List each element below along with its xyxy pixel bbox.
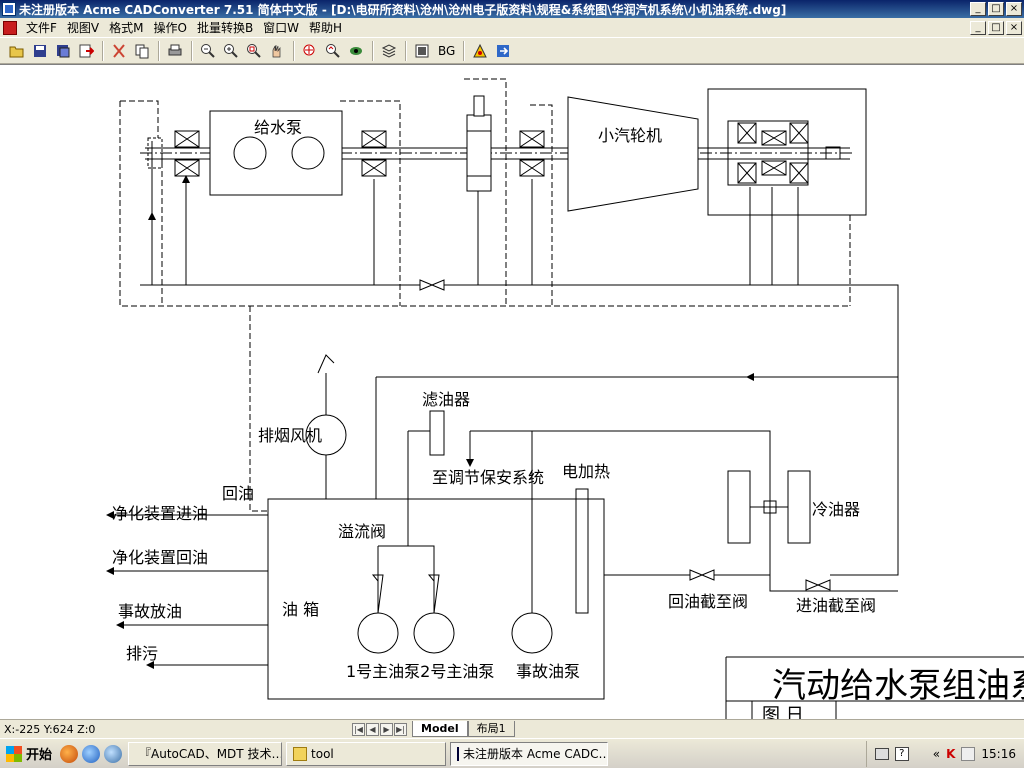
next-layout-button[interactable]: ▶ [380, 722, 393, 736]
open-icon[interactable] [6, 40, 28, 62]
first-layout-button[interactable]: |◀ [352, 722, 365, 736]
label-to-governing: 至调节保安系统 [432, 468, 544, 487]
zoom-window-icon[interactable] [243, 40, 265, 62]
toolbar: BG [0, 38, 1024, 64]
menu-bar: 文件F 视图V 格式M 操作O 批量转换B 窗口W 帮助H _ □ × [0, 18, 1024, 38]
acme-cad-icon [457, 746, 460, 761]
coordinates-readout: X:-225 Y:624 Z:0 [4, 722, 96, 736]
taskbar-tool-folder[interactable]: tool [286, 741, 447, 766]
taskbar-button-label: 『AutoCAD、MDT 技术… [139, 747, 283, 761]
label-purifier-inlet: 净化装置进油 [112, 504, 208, 523]
firefox-icon[interactable] [60, 744, 79, 763]
label-cooler: 冷油器 [812, 500, 860, 519]
menu-file[interactable]: 文件F [26, 21, 57, 35]
label-inlet-stop-valve: 进油截至阀 [796, 596, 876, 615]
status-bar: X:-225 Y:624 Z:0 |◀ ◀ ▶ ▶| Model 布局1 [0, 719, 1024, 738]
clock: 15:16 [981, 747, 1016, 761]
oil-tank-box [267, 498, 605, 700]
view-icon[interactable] [345, 40, 367, 62]
window-title: 未注册版本 Acme CADConverter 7.51 简体中文版 - [D:… [19, 2, 787, 17]
document-icon[interactable] [3, 20, 17, 35]
menu-batch[interactable]: 批量转换B [196, 21, 254, 35]
antivirus-icon[interactable]: K [946, 747, 956, 761]
save-icon[interactable] [29, 40, 51, 62]
exit-icon[interactable] [492, 40, 514, 62]
menu-window[interactable]: 窗口W [263, 21, 300, 35]
volume-icon[interactable] [961, 747, 976, 761]
label-oil-filter: 滤油器 [422, 390, 470, 409]
menu-operation[interactable]: 操作O [153, 21, 187, 35]
keyboard-icon[interactable] [874, 748, 889, 760]
ie-icon[interactable] [82, 744, 101, 763]
label-purifier-return: 净化装置回油 [112, 548, 208, 567]
label-small-turbine: 小汽轮机 [598, 126, 662, 145]
network-icon[interactable] [915, 747, 927, 761]
menu-view[interactable]: 视图V [66, 21, 100, 35]
doc-close-button[interactable]: × [1006, 20, 1022, 35]
export-icon[interactable] [75, 40, 97, 62]
taskbar-button-label: tool [311, 746, 334, 761]
show-desktop-icon[interactable] [104, 744, 123, 763]
background-toggle[interactable]: BG [438, 43, 456, 58]
doc-minimize-button[interactable]: _ [970, 20, 986, 35]
system-tray: ? « K 15:16 [865, 741, 1024, 767]
menu-help[interactable]: 帮助H [309, 21, 343, 35]
taskbar-autocad-forum[interactable]: 『AutoCAD、MDT 技术… [128, 741, 283, 766]
windows-logo-icon [6, 745, 22, 762]
zoom-realtime-icon[interactable] [322, 40, 344, 62]
maximize-button[interactable]: □ [988, 2, 1004, 16]
app-icon [2, 2, 16, 16]
save-as-icon[interactable] [52, 40, 74, 62]
help-icon[interactable]: ? [894, 747, 909, 761]
tab-model[interactable]: Model [412, 721, 468, 737]
start-label: 开始 [26, 748, 53, 763]
label-main-pumps: 1号主油泵2号主油泵 [346, 662, 494, 681]
window-titlebar: 未注册版本 Acme CADConverter 7.51 简体中文版 - [D:… [0, 0, 1024, 18]
taskbar-button-label: 未注册版本 Acme CADC… [463, 747, 609, 761]
doc-restore-button[interactable]: □ [988, 20, 1004, 35]
pan-icon[interactable] [266, 40, 288, 62]
label-return-stop-valve: 回油截至阀 [668, 592, 748, 611]
label-overflow-valve: 溢流阀 [338, 522, 386, 541]
zoom-in-icon[interactable] [220, 40, 242, 62]
properties-icon[interactable] [411, 40, 433, 62]
zoom-extents-icon[interactable] [299, 40, 321, 62]
close-button[interactable]: × [1006, 2, 1022, 16]
label-title-block-sub: 图 日 [762, 705, 804, 719]
label-exhaust-fan: 排烟风机 [258, 426, 322, 445]
minimize-button[interactable]: _ [970, 2, 986, 16]
menu-format[interactable]: 格式M [109, 21, 144, 35]
tray-expand-button[interactable]: « [932, 747, 941, 761]
taskbar-acme-cad[interactable]: 未注册版本 Acme CADC… [450, 741, 609, 766]
label-return-oil: 回油 [222, 484, 254, 503]
feedwater-pump-box [209, 110, 343, 196]
prev-layout-button[interactable]: ◀ [366, 722, 379, 736]
label-feedwater-pump: 给水泵 [254, 118, 302, 137]
cut-icon[interactable] [108, 40, 130, 62]
label-emergency-pump: 事故油泵 [516, 662, 580, 681]
layers-icon[interactable] [378, 40, 400, 62]
label-electric-heater: 电加热 [562, 462, 610, 481]
label-oil-tank: 油 箱 [282, 600, 319, 619]
drawing-canvas[interactable]: 给水泵 小汽轮机 滤油器 排烟风机 回油 至调节保安系统 电加热 净化装置进油 … [0, 64, 1024, 719]
taskbar: 开始 『AutoCAD、MDT 技术… tool 未注册版本 Acme CADC… [0, 738, 1024, 768]
tab-layout1[interactable]: 布局1 [467, 721, 515, 737]
print-icon[interactable] [164, 40, 186, 62]
label-drain: 排污 [126, 644, 158, 663]
label-emergency-drain: 事故放油 [118, 602, 182, 621]
start-button[interactable]: 开始 [0, 741, 58, 767]
copy-icon[interactable] [131, 40, 153, 62]
zoom-out-icon[interactable] [197, 40, 219, 62]
folder-icon [293, 746, 308, 761]
label-title-block: 汽动给水泵组油系 [772, 666, 1024, 706]
tools-icon[interactable] [469, 40, 491, 62]
last-layout-button[interactable]: ▶| [394, 722, 407, 736]
